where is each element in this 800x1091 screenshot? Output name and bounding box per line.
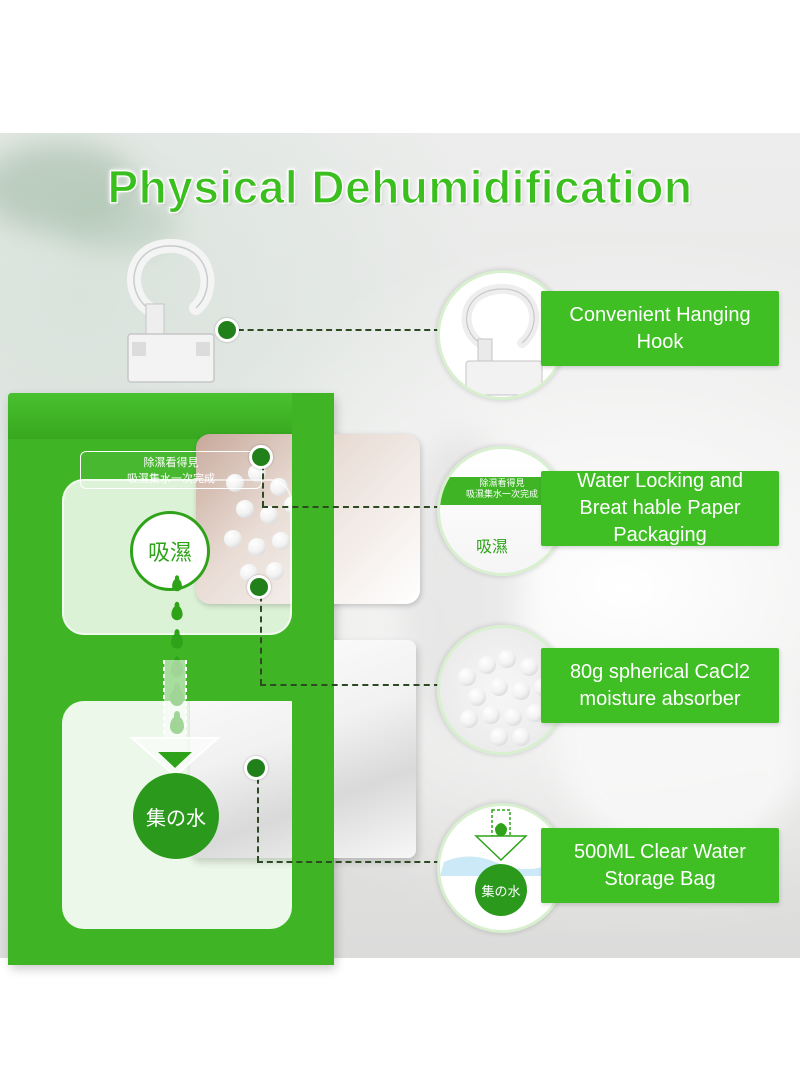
pearl (504, 708, 522, 726)
pearl (498, 650, 516, 668)
leader-dot-hook (215, 318, 239, 342)
badge-banner-line-1: 除濕看得見 (479, 479, 525, 489)
leader-line-bag-v (257, 768, 259, 862)
paper-packaging-callout-text: Water Locking and Breat hable Paper Pack… (576, 470, 743, 546)
water-label: 集の水 (146, 805, 206, 830)
pearl (458, 668, 476, 686)
hanging-hook-icon (127, 239, 215, 383)
absorb-badge: 吸濕 (130, 511, 210, 591)
pearl (468, 688, 486, 706)
leader-line-hook (228, 329, 440, 331)
pearl (260, 506, 278, 524)
pearl (512, 728, 530, 746)
absorb-label: 吸濕 (147, 541, 192, 566)
leader-dot-pearls (247, 575, 271, 599)
pearl (236, 500, 254, 518)
badge-banner: 除濕看得見 吸濕集水一次完成 (448, 479, 556, 501)
drop-icon (172, 575, 182, 592)
pearl (520, 658, 538, 676)
pearl (226, 474, 244, 492)
paper-packaging-callout: Water Locking and Breat hable Paper Pack… (541, 470, 779, 546)
product-banner: 除濕看得見 吸濕集水一次完成 (80, 451, 262, 489)
hanging-hook-callout-text: Convenient Hanging Hook (569, 303, 751, 353)
leader-line-pearls-h (260, 684, 440, 686)
pearls-callout-text: 80g spherical CaCl2 moisture absorber (569, 660, 751, 710)
pearl (478, 656, 496, 674)
page-title: Physical Dehumidification (107, 160, 693, 213)
water-storage-callout-image: 集の水 (437, 803, 567, 933)
leader-dot-paper (249, 445, 273, 469)
water-storage-callout-text: 500ML Clear Water Storage Bag (574, 840, 746, 890)
pearl (482, 706, 500, 724)
pearls-callout: 80g spherical CaCl2 moisture absorber (541, 648, 779, 723)
pearl (272, 532, 290, 550)
leader-line-bag-h (257, 861, 440, 863)
pearl (270, 478, 288, 496)
hanging-hook-callout: Convenient Hanging Hook (541, 291, 779, 366)
pearl (248, 538, 266, 556)
leader-line-pearls-v (260, 585, 262, 685)
down-arrow-icon (130, 660, 220, 778)
pearl (526, 704, 544, 722)
badge-water: 集の水 (481, 885, 521, 900)
drop-icon (171, 601, 183, 621)
water-badge: 集の水 (133, 773, 219, 859)
leader-line-paper-h (262, 506, 440, 508)
banner-line-1: 除濕看得見 (143, 456, 199, 469)
hanging-hook-icon (461, 283, 543, 396)
leader-line-paper-v (262, 455, 264, 507)
water-storage-icon (440, 809, 564, 916)
leader-dot-bag (244, 756, 268, 780)
pearl (224, 530, 242, 548)
water-storage-callout: 500ML Clear Water Storage Bag (541, 828, 779, 903)
drop-icon (171, 629, 183, 649)
pearl (512, 682, 530, 700)
badge-banner-line-2: 吸濕集水一次完成 (465, 490, 538, 500)
pearl (266, 562, 284, 580)
pearl (490, 728, 508, 746)
badge-absorb: 吸濕 (476, 537, 509, 556)
pearl (490, 678, 508, 696)
pouch-frame-bottom (8, 929, 334, 965)
pearl (460, 710, 478, 728)
banner-line-2: 吸濕集水一次完成 (127, 472, 215, 485)
